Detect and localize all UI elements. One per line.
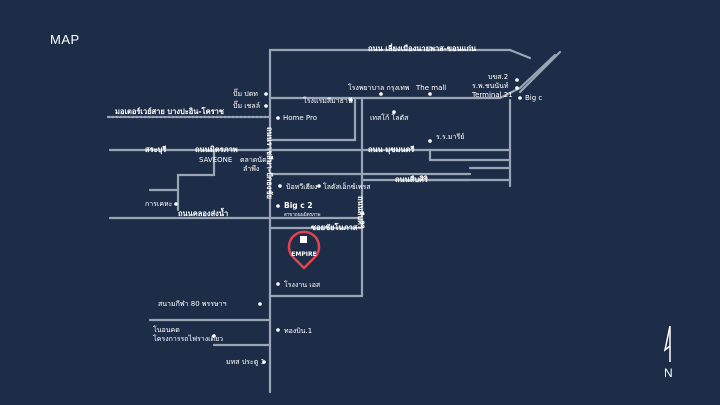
place-label: ป้อหวีเฮียง xyxy=(286,183,317,191)
place-dot xyxy=(428,92,432,96)
empire-marker[interactable]: EMPIRE xyxy=(287,230,321,270)
road-label-5: ถนน มุขมนตรี xyxy=(368,145,415,154)
place-label: โครงการรถไฟรางเดี่ยว xyxy=(153,334,223,343)
place-label: ทองบิน.1 xyxy=(284,327,312,335)
road-label-4: ถนนมิตรภาพ xyxy=(195,145,238,154)
place-label: ร.พ.ชนนันท์ xyxy=(472,82,509,90)
building-icon xyxy=(300,236,307,243)
place-dot xyxy=(428,139,432,143)
place-label: สาขาถนนมิตรภาพ xyxy=(284,212,321,218)
road-label-10: ถนนราชสีมา-ปักธงชัย xyxy=(265,127,274,199)
place-dot xyxy=(349,98,353,102)
road-upper-loop xyxy=(268,53,557,100)
place-dot xyxy=(276,204,280,208)
place-dot xyxy=(276,328,280,332)
place-dot xyxy=(317,184,321,188)
place-label: ปั๊ม เชลล์ xyxy=(233,100,260,110)
map-title: MAP xyxy=(50,32,80,47)
place-dot xyxy=(264,92,268,96)
road-label-9: ถนนสืบศิริ xyxy=(356,196,365,230)
place-label: The mall xyxy=(415,84,446,92)
place-dot xyxy=(515,86,519,90)
road-label-7: ถนนคลองส่งน้ำ xyxy=(178,207,228,218)
place-label: Big c 2 xyxy=(284,201,313,210)
place-dot xyxy=(258,302,262,306)
road-labels: ถนน เลี่ยงเมืองนายพาส-ขอนแก่น มอเตอร์เวย… xyxy=(115,42,477,232)
road-hospital xyxy=(268,96,357,142)
place-label: โลตัสเอ็กซ์เพรส xyxy=(323,182,371,191)
place-dot xyxy=(278,184,282,188)
place-label: โนอนคด xyxy=(153,325,180,334)
place-label: Big c xyxy=(525,94,542,102)
road-label-1: ถนน เลี่ยงเมืองนายพาส-ขอนแก่น xyxy=(368,42,477,53)
road-label-2: มอเตอร์เวย์สาย บางปะอิน-โคราช xyxy=(115,106,224,116)
road-left-branch xyxy=(176,148,216,212)
place-label: Home Pro xyxy=(283,114,317,122)
place-dot xyxy=(212,334,216,338)
road-label-8: ซอยชัยโนภาส xyxy=(311,222,358,232)
place-label: โรงแรมสีมาธานี xyxy=(303,96,353,105)
marker-label: EMPIRE xyxy=(291,251,316,258)
place-dot xyxy=(262,360,266,364)
place-label: มทส ประตู 1 xyxy=(226,358,265,366)
road-label-6: ถนนสืบศิริ xyxy=(395,175,429,184)
place-dot xyxy=(379,92,383,96)
place-label: ร.ร.มารีย์ xyxy=(436,133,464,141)
place-label: ปั๊ม ปตท xyxy=(233,88,258,98)
place-label: โรงพยาบาล กรุงเทพ xyxy=(348,83,410,92)
place-label: สนามกีฬา 80 พรรษาฯ xyxy=(158,300,227,308)
place-label: โรงงาน เอส xyxy=(284,280,321,289)
place-dot xyxy=(392,110,396,114)
compass-label: N xyxy=(664,366,673,380)
road-diagonal xyxy=(518,50,562,94)
place-label: การเคหะ xyxy=(145,200,173,208)
road-label-3: สระบุรี xyxy=(145,145,167,154)
place-dot xyxy=(174,202,178,206)
road-top-east xyxy=(508,48,532,60)
place-label: เทสโก้ โลตัส xyxy=(370,113,409,122)
place-label: บขส.2 xyxy=(488,73,508,81)
place-dot xyxy=(276,282,280,286)
place-label: ลำพึง xyxy=(243,164,259,173)
place-label: Terminal 21 xyxy=(471,91,513,99)
place-dot xyxy=(518,96,522,100)
north-arrow-icon xyxy=(663,325,671,362)
location-pin-icon xyxy=(287,230,321,270)
road-network xyxy=(106,48,562,394)
place-dot xyxy=(276,116,280,120)
place-label: SAVEONE xyxy=(199,156,232,164)
places: ปั๊ม ปตท ปั๊ม เชลล์ Home Pro SAVEONE ตลา… xyxy=(145,73,542,366)
place-dot xyxy=(264,104,268,108)
place-dot xyxy=(515,78,519,82)
place-label: ตลาดนัด xyxy=(240,156,267,164)
